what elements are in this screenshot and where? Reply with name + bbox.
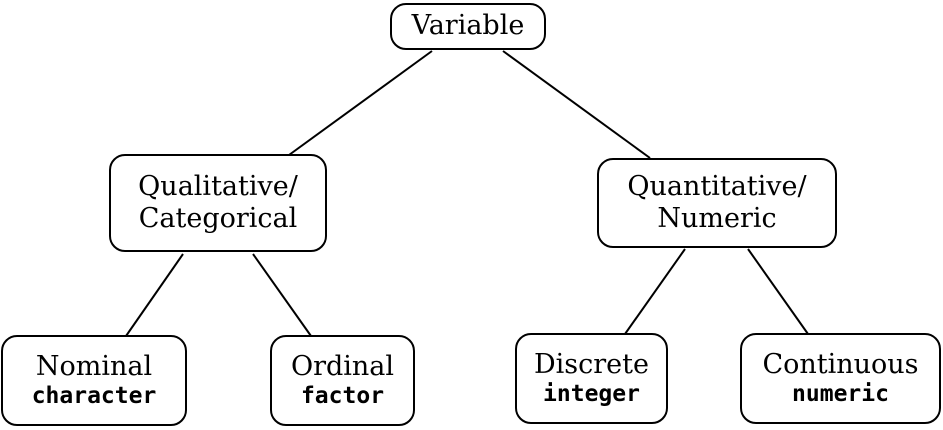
edge-variable-qualitative: [288, 50, 433, 156]
node-variable: Variable: [390, 3, 546, 50]
edge-variable-quantitative: [502, 50, 651, 159]
edge-quantitative-discrete: [624, 248, 686, 335]
node-continuous-type: numeric: [792, 380, 889, 407]
node-qualitative-line1: Qualitative/: [138, 170, 298, 202]
node-continuous: Continuous numeric: [740, 333, 941, 424]
edge-quantitative-continuous: [747, 248, 809, 335]
node-quantitative-line1: Quantitative/: [627, 170, 807, 202]
node-ordinal: Ordinal factor: [270, 335, 415, 426]
node-continuous-label: Continuous: [762, 348, 919, 380]
node-discrete-label: Discrete: [534, 348, 649, 380]
node-qualitative-categorical: Qualitative/ Categorical: [109, 154, 327, 252]
node-quantitative-numeric: Quantitative/ Numeric: [597, 158, 837, 248]
node-ordinal-type: factor: [300, 382, 385, 409]
edge-qualitative-nominal: [125, 253, 184, 337]
node-nominal-label: Nominal: [35, 350, 153, 382]
node-nominal: Nominal character: [1, 335, 187, 426]
node-variable-label: Variable: [411, 10, 525, 42]
node-quantitative-line2: Numeric: [657, 203, 777, 234]
node-discrete: Discrete integer: [515, 333, 668, 424]
edge-qualitative-ordinal: [252, 253, 312, 337]
node-nominal-type: character: [31, 382, 157, 409]
node-discrete-type: integer: [543, 380, 640, 407]
node-qualitative-line2: Categorical: [138, 203, 298, 234]
node-ordinal-label: Ordinal: [290, 350, 395, 382]
